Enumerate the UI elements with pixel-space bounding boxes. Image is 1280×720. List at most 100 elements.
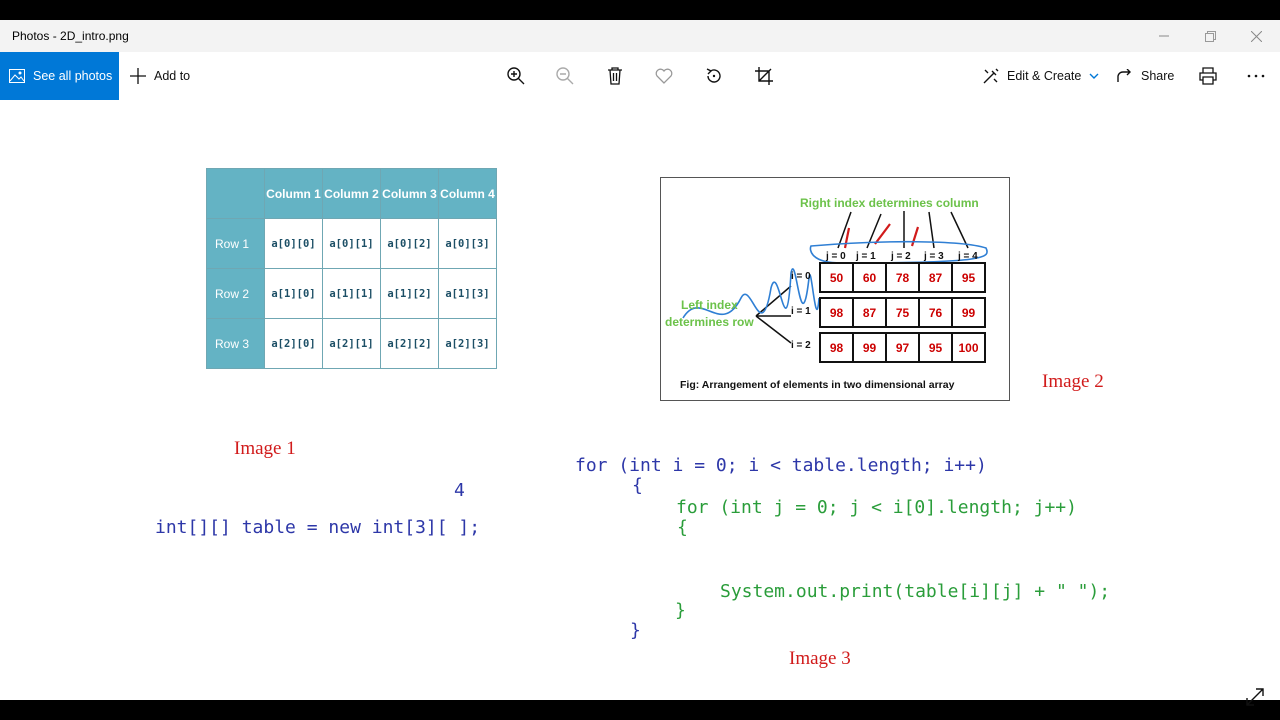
table-row: Row 3 a[2][0] a[2][1] a[2][2] a[2][3] (206, 318, 497, 369)
grid-cell: 60 (852, 262, 887, 293)
plus-icon (130, 68, 146, 84)
grid-cell: 76 (918, 297, 953, 328)
edit-create-button[interactable]: Edit & Create (983, 52, 1099, 100)
column-header: Column 1 (264, 168, 323, 219)
heart-icon (655, 68, 673, 84)
table-cell: a[0][3] (438, 218, 497, 269)
table-cell: a[1][1] (322, 268, 381, 319)
row-header: Row 1 (206, 218, 265, 269)
value-grid-row: 50 60 78 87 95 (819, 262, 986, 293)
row-header: Row 2 (206, 268, 265, 319)
figure-caption: Fig: Arrangement of elements in two dime… (680, 379, 955, 391)
grid-cell: 87 (852, 297, 887, 328)
inner-loop-code: for (int j = 0; j < i[0].length; j++) (676, 497, 1077, 518)
zoom-in-button[interactable] (504, 64, 528, 88)
add-to-label: Add to (154, 69, 191, 83)
left-index-label-1: Left index (681, 298, 738, 312)
table-header-row: Column 1 Column 2 Column 3 Column 4 (206, 168, 497, 219)
right-index-label: Right index determines column (800, 196, 979, 210)
photo-canvas: Column 1 Column 2 Column 3 Column 4 Row … (0, 100, 1280, 706)
restore-button[interactable] (1187, 20, 1233, 52)
grid-cell: 99 (951, 297, 986, 328)
print-icon (1199, 67, 1217, 85)
more-options-button[interactable] (1244, 64, 1268, 88)
left-index-label-2: determines row (665, 315, 754, 329)
close-icon (1250, 30, 1262, 42)
row-index-label: i = 0 (791, 271, 811, 282)
table-corner (206, 168, 265, 219)
column-index-label: j = 4 (958, 251, 978, 262)
minimize-icon (1159, 35, 1169, 37)
column-index-label: j = 0 (826, 251, 846, 262)
grid-cell: 98 (819, 332, 854, 363)
see-all-photos-button[interactable]: See all photos (0, 52, 119, 100)
rotate-icon (706, 68, 721, 83)
edit-create-icon (983, 68, 999, 84)
array-size-annotation: 4 (454, 480, 465, 501)
crop-icon (755, 67, 773, 85)
outer-brace-open: { (632, 475, 643, 496)
grid-cell: 95 (918, 332, 953, 363)
trash-icon (608, 67, 622, 85)
row-index-label: i = 1 (791, 306, 811, 317)
photos-window: Photos - 2D_intro.png See all photos Add… (0, 20, 1280, 706)
grid-cell: 100 (951, 332, 986, 363)
delete-button[interactable] (603, 64, 627, 88)
share-button[interactable]: Share (1117, 52, 1174, 100)
favorite-button[interactable] (652, 64, 676, 88)
outer-brace-close: } (630, 620, 641, 641)
column-header: Column 4 (438, 168, 497, 219)
value-grid-row: 98 99 97 95 100 (819, 332, 986, 363)
table-cell: a[1][2] (380, 268, 439, 319)
expand-icon (1246, 688, 1264, 706)
print-statement-code: System.out.print(table[i][j] + " "); (720, 581, 1111, 602)
window-title: Photos - 2D_intro.png (12, 29, 129, 43)
array-declaration-code: int[][] table = new int[3][ ]; (155, 517, 481, 538)
zoom-out-icon (556, 67, 574, 85)
add-to-button[interactable]: Add to (130, 52, 190, 100)
image2-caption: Image 2 (1042, 371, 1104, 392)
title-bar: Photos - 2D_intro.png (0, 20, 1280, 52)
inner-brace-close: } (675, 600, 686, 621)
restore-icon (1204, 30, 1216, 42)
print-button[interactable] (1196, 64, 1220, 88)
table-cell: a[0][0] (264, 218, 323, 269)
row-index-label: i = 2 (791, 340, 811, 351)
rotate-button[interactable] (702, 64, 726, 88)
grid-cell: 99 (852, 332, 887, 363)
toolbar: See all photos Add to Edit & Create (0, 52, 1280, 100)
grid-cell: 87 (918, 262, 953, 293)
table-cell: a[2][3] (438, 318, 497, 369)
column-index-label: j = 2 (891, 251, 911, 262)
diagram-annotations (682, 211, 988, 344)
fullscreen-button[interactable] (1244, 686, 1266, 708)
close-button[interactable] (1233, 20, 1279, 52)
image1-caption: Image 1 (234, 438, 296, 459)
array-index-table: Column 1 Column 2 Column 3 Column 4 Row … (206, 168, 497, 369)
zoom-in-icon (507, 67, 525, 85)
zoom-out-button[interactable] (553, 64, 577, 88)
column-index-label: j = 3 (924, 251, 944, 262)
image3-caption: Image 3 (789, 648, 851, 669)
crop-button[interactable] (752, 64, 776, 88)
edit-create-label: Edit & Create (1007, 69, 1082, 83)
table-cell: a[2][0] (264, 318, 323, 369)
table-cell: a[1][3] (438, 268, 497, 319)
grid-cell: 75 (885, 297, 920, 328)
column-header: Column 2 (322, 168, 381, 219)
table-cell: a[2][1] (322, 318, 381, 369)
share-icon (1117, 69, 1131, 82)
see-all-label: See all photos (33, 69, 113, 83)
more-icon (1247, 74, 1265, 78)
table-cell: a[2][2] (380, 318, 439, 369)
grid-cell: 97 (885, 332, 920, 363)
outer-loop-code: for (int i = 0; i < table.length; i++) (575, 455, 987, 476)
grid-cell: 78 (885, 262, 920, 293)
inner-brace-open: { (677, 517, 688, 538)
table-cell: a[0][2] (380, 218, 439, 269)
minimize-button[interactable] (1141, 20, 1187, 52)
table-cell: a[1][0] (264, 268, 323, 319)
grid-cell: 98 (819, 297, 854, 328)
array-diagram-image: Right index determines column Left index… (660, 177, 1010, 401)
chevron-down-icon (1089, 73, 1099, 79)
